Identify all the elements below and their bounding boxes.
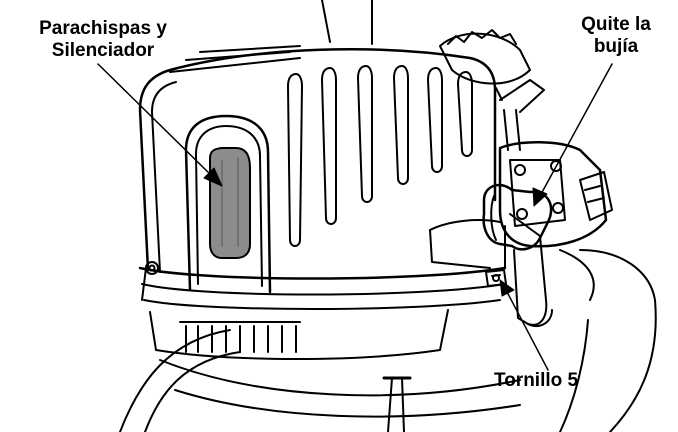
spark-plug-label: Quite la bujía	[560, 14, 672, 58]
leader-parachispas	[98, 64, 214, 178]
arrow-tornillo	[500, 280, 514, 296]
spark-arrestor-label-line2: Silenciador	[8, 40, 198, 62]
carburetor	[500, 80, 612, 246]
spark-plug-boot	[484, 185, 552, 326]
cooling-fins	[288, 66, 472, 246]
screw-label: Tornillo 5	[494, 370, 644, 392]
spark-arrestor-screen	[210, 148, 250, 258]
spark-plug-label-line1: Quite la	[560, 14, 672, 36]
top-handle	[322, 0, 372, 44]
spark-plug-label-line2: bujía	[560, 36, 672, 58]
spark-arrestor-label-line1: Parachispas y	[8, 18, 198, 40]
spark-arrestor-label: Parachispas y Silenciador	[8, 18, 198, 62]
leader-tornillo	[506, 290, 548, 370]
